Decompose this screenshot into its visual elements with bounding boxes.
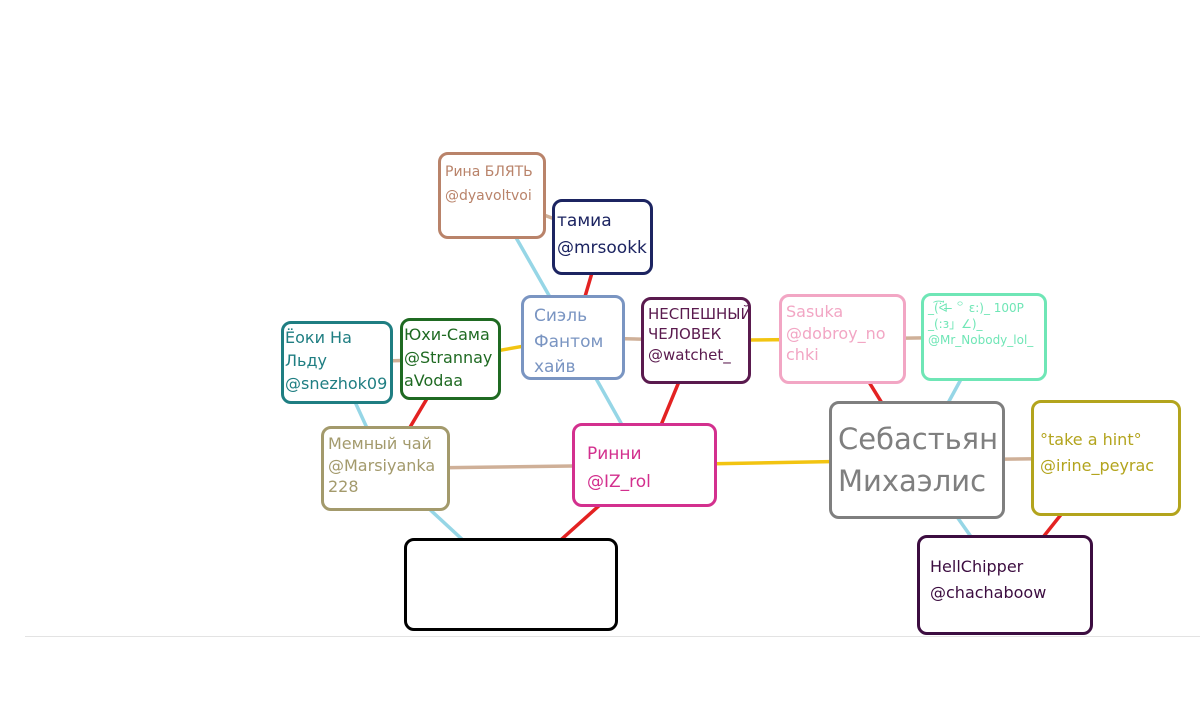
- node-sebastian-line: Михаэлис: [838, 464, 987, 499]
- node-yoki-line: @snezhok09: [285, 374, 388, 394]
- node-rina-line: @dyavoltvoi: [445, 187, 532, 204]
- node-yoki-line: Льду: [285, 351, 327, 371]
- node-rina: Рина БЛЯТЬ @dyavoltvoi: [438, 152, 546, 239]
- node-takehint-line: °take a hint°: [1040, 430, 1142, 449]
- node-tamia: тамиа @mrsookk: [552, 199, 653, 275]
- node-memny-line: @Marsiyanka: [328, 455, 436, 475]
- node-hellchipper-line: @chachaboow: [930, 582, 1047, 602]
- node-sasuka-line: chki: [786, 345, 819, 365]
- node-mrnobody-line: @Mr_Nobody_lol_: [928, 333, 1034, 348]
- node-yuhi-line: aVodaa: [404, 371, 464, 391]
- node-yuhi-line: @Strannay: [404, 348, 493, 368]
- node-rinni: Ринни @IZ_rol: [572, 423, 717, 507]
- node-yuhi-line: Юхи-Сама: [404, 325, 490, 344]
- node-takehint: °take a hint° @irine_peyrac: [1031, 400, 1181, 516]
- node-ciel-line: Фантом: [534, 331, 604, 352]
- node-rinni-line: Ринни: [587, 444, 642, 464]
- node-nespeshny: НЕСПЕШНЫЙ ЧЕЛОВЕК@watchet_: [641, 297, 751, 384]
- node-sasuka-line: Sasuka: [786, 302, 844, 321]
- node-ciel-line: Сиэль: [534, 306, 588, 326]
- node-hellchipper-line: HellChipper: [930, 557, 1024, 576]
- node-yoki: Ёоки На Льду @snezhok09: [281, 321, 393, 404]
- node-mrnobody-line: _(͡ᐛ ̶ ꒪ ε:)_ 100P: [928, 301, 1024, 315]
- node-empty: [404, 538, 618, 631]
- node-hellchipper: HellChipper @chachaboow: [917, 535, 1093, 635]
- baseline-divider: [25, 636, 1200, 637]
- node-memny-line: Мемный чай: [328, 434, 432, 453]
- node-ciel-line: хайв: [534, 357, 576, 377]
- node-tamia-line: тамиа: [557, 211, 612, 231]
- node-memny-line: 228: [328, 477, 359, 497]
- node-rinni-line: @IZ_rol: [587, 472, 651, 493]
- node-sebastian-line: Себастьян: [838, 422, 999, 456]
- node-mrnobody-line: _(:з」∠)_: [928, 317, 983, 332]
- node-nespeshny-line: @watchet_: [648, 345, 731, 364]
- node-mrnobody: _(͡ᐛ ̶ ꒪ ε:)_ 100P _(:з」∠)_@Mr_Nobody_lol…: [921, 293, 1047, 381]
- node-takehint-line: @irine_peyrac: [1040, 455, 1155, 475]
- node-yuhi: Юхи-Сама @Strannay aVodaa: [400, 318, 501, 400]
- node-nespeshny-line: НЕСПЕШНЫЙ: [648, 305, 751, 323]
- node-yoki-line: Ёоки На: [285, 328, 352, 347]
- node-sasuka-line: @dobroy_no: [786, 323, 886, 343]
- node-rina-line: Рина БЛЯТЬ: [445, 164, 533, 180]
- node-nespeshny-line: ЧЕЛОВЕК: [648, 325, 722, 344]
- node-tamia-line: @mrsookk: [557, 238, 647, 259]
